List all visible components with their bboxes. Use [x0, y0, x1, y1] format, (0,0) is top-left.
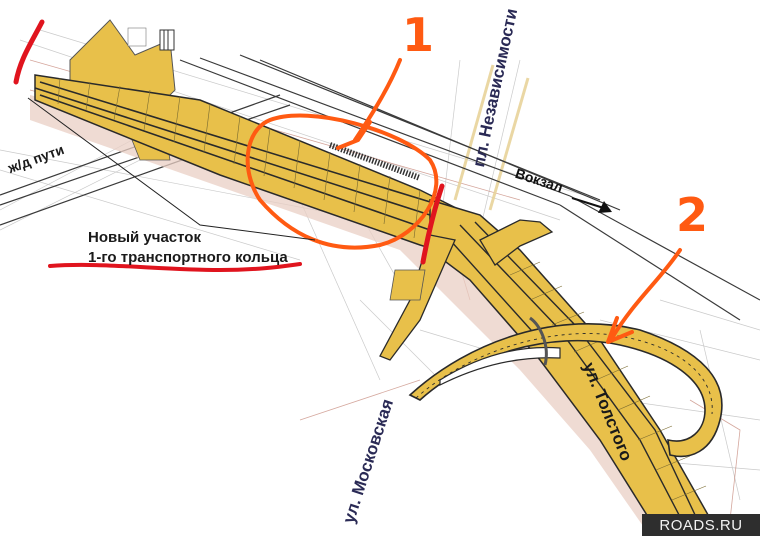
station-branch [479, 219, 554, 266]
arrow-2 [610, 248, 682, 340]
red-boundary-west [13, 19, 45, 85]
caption-underline [48, 262, 302, 273]
parking-stalls [159, 29, 175, 51]
hatched-wall [328, 142, 422, 181]
highlight-circle-1 [245, 113, 439, 250]
corridor-grid [57, 77, 421, 239]
caption-line-1: Новый участок [88, 229, 201, 246]
tolstogo-lanes [449, 221, 706, 536]
caption-line-2: 1-го транспортного кольца [88, 249, 288, 266]
square-lines [453, 64, 530, 211]
red-boundary-east [420, 183, 445, 265]
corridor-lanes [34, 81, 441, 231]
marker-1: 1 [402, 8, 435, 62]
caption-leader [27, 97, 316, 241]
marker-2: 2 [676, 188, 709, 242]
arrow-1 [353, 58, 402, 142]
watermark: ROADS.RU [642, 514, 760, 536]
slip-ramp-gore [439, 346, 561, 386]
caption: Новый участок 1-го транспортного кольца [88, 228, 288, 268]
